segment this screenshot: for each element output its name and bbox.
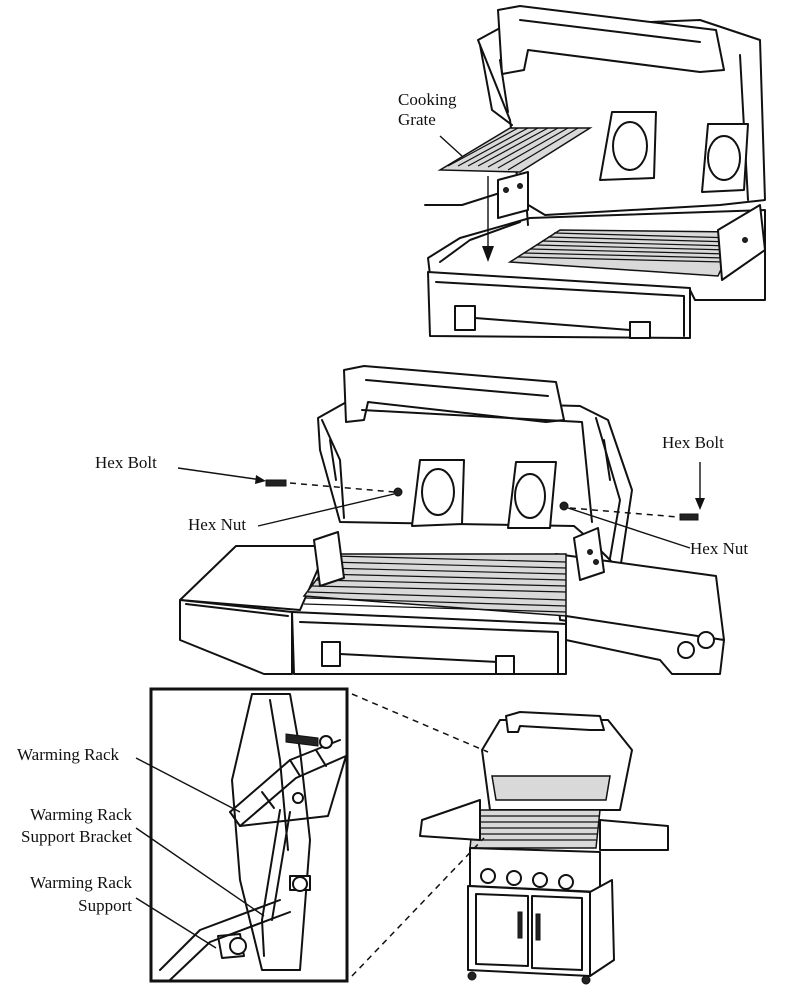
hex-bolt-right-label: Hex Bolt bbox=[662, 433, 724, 452]
warming-rack-icon bbox=[229, 739, 347, 827]
hex-bolt-left-label: Hex Bolt bbox=[95, 453, 157, 472]
hex-nut-icon bbox=[393, 487, 569, 511]
warming-rack-label: Warming Rack bbox=[17, 745, 120, 764]
warming-rack-support-label: Warming Rack Support bbox=[29, 873, 132, 915]
detail-inset-box bbox=[149, 687, 349, 983]
warming-rack-support-bracket-label: Warming Rack Support Bracket bbox=[21, 805, 132, 846]
grill-cart-icon bbox=[419, 711, 669, 985]
step-2-hex-bolt-diagram: Hex Bolt Hex Nut Hex Bolt Hex Nut bbox=[0, 340, 788, 680]
hex-nut-left-label: Hex Nut bbox=[188, 515, 247, 534]
step-1-cooking-grate-diagram: Cooking Grate bbox=[0, 0, 788, 340]
warming-rack-diagram-svg bbox=[135, 687, 669, 985]
step-3-warming-rack-diagram: Warming Rack Warming Rack Support Bracke… bbox=[0, 680, 788, 998]
hex-nut-right-label: Hex Nut bbox=[690, 539, 749, 558]
cooking-grate-label: Cooking Grate bbox=[398, 90, 457, 129]
hex-bolt-icon bbox=[265, 479, 699, 521]
grill-body-icon bbox=[177, 365, 725, 675]
grill-lid-icon bbox=[424, 5, 766, 339]
